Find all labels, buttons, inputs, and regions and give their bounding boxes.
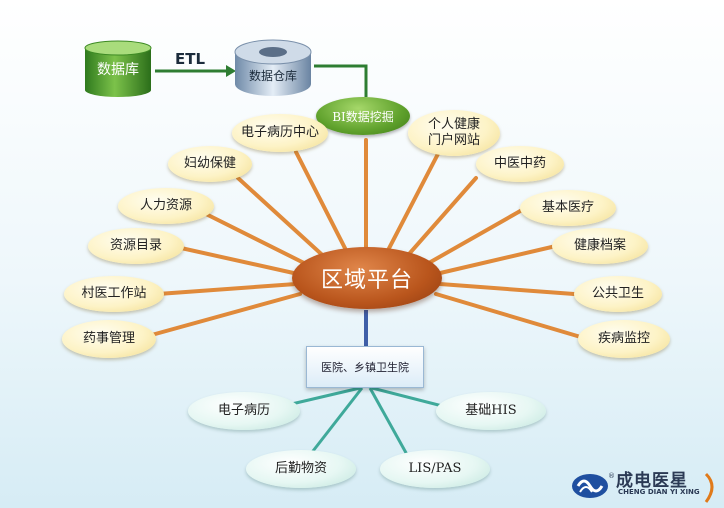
node-label: 基本医疗 [541, 200, 594, 215]
node-public-health: 公共卫生 [574, 276, 662, 312]
node-village-station: 村医工作站 [64, 276, 164, 312]
bi-mining-node: BI数据挖掘 [316, 97, 410, 135]
node-resource-catalog: 资源目录 [88, 228, 184, 264]
spoke-line [438, 282, 576, 296]
database-label: 数据库 [97, 62, 139, 78]
node-label: 中医中药 [493, 156, 546, 171]
spoke-line [236, 176, 332, 264]
spoke-line [434, 292, 586, 340]
teal-line [368, 387, 412, 461]
spoke-line [146, 292, 302, 338]
node-label: 妇幼保健 [183, 156, 236, 171]
node-maternal-child: 妇幼保健 [168, 146, 252, 182]
node-label: 个人健康门户网站 [427, 117, 480, 148]
node-label: 疾病监控 [597, 331, 650, 346]
node-label: 健康档案 [573, 238, 626, 253]
node-basic-care: 基本医疗 [520, 190, 616, 226]
spoke-line [400, 176, 478, 264]
node-basic-his: 基础HIS [436, 392, 546, 430]
database-icon [84, 40, 152, 97]
node-emr: 电子病历 [188, 392, 300, 430]
node-tcm: 中医中药 [476, 146, 564, 182]
node-label: 电子病历中心 [240, 125, 319, 140]
logo-chinese-text: 成电医星 [616, 471, 688, 491]
node-health-records: 健康档案 [552, 228, 648, 264]
warehouse-to-bi-line [314, 64, 368, 97]
node-label: 电子病历 [217, 403, 270, 418]
spoke-line [382, 148, 442, 260]
company-logo: ® [572, 472, 714, 503]
node-label: 基础HIS [465, 403, 517, 418]
node-logistics: 后勤物资 [246, 450, 356, 488]
spoke-line [418, 208, 524, 270]
regional-platform-node: 区域平台 [292, 247, 442, 309]
node-label: 公共卫生 [591, 286, 644, 301]
node-lis-pas: LIS/PAS [380, 450, 490, 488]
node-pharmacy: 药事管理 [62, 320, 156, 358]
node-label: 后勤物资 [274, 461, 327, 476]
node-label: 村医工作站 [81, 286, 147, 301]
spoke-line [434, 244, 558, 276]
node-emr-center: 电子病历中心 [232, 114, 328, 152]
spoke-line [170, 244, 300, 276]
data-warehouse-icon [234, 39, 312, 96]
node-label: 资源目录 [109, 238, 162, 253]
node-disease-monitor: 疾病监控 [578, 320, 670, 358]
registered-mark: ® [608, 472, 615, 480]
spoke-line [156, 282, 298, 296]
logo-english-text: CHENG DIAN YI XING [618, 488, 700, 496]
spoke-line [196, 208, 316, 270]
node-label: 人力资源 [139, 198, 192, 213]
etl-label: ETL [175, 50, 206, 68]
node-health-portal: 个人健康门户网站 [408, 110, 500, 156]
etl-arrow-head [226, 65, 236, 77]
node-label: LIS/PAS [408, 461, 462, 476]
teal-line [304, 387, 364, 461]
node-hr: 人力资源 [118, 188, 214, 224]
data-warehouse-label: 数据仓库 [248, 69, 297, 83]
hospital-box: 医院、乡镇卫生院 [306, 346, 424, 388]
node-label: 药事管理 [82, 331, 135, 346]
spoke-line [294, 150, 352, 260]
